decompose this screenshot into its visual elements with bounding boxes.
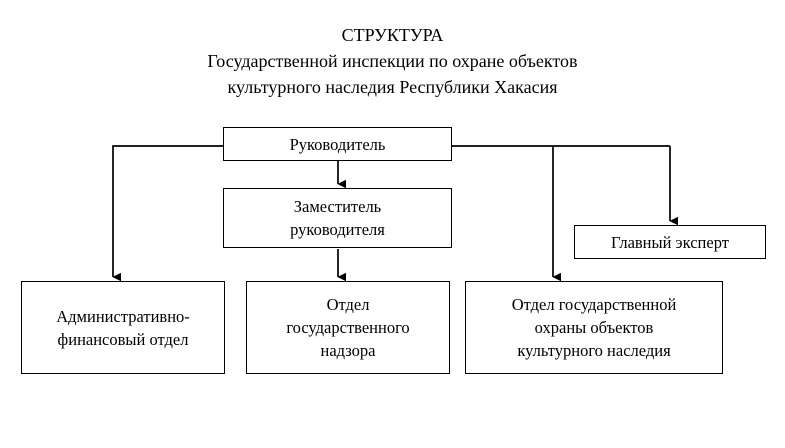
node-administrative-financial-department-label: Административно- финансовый отдел <box>56 306 190 349</box>
node-head[interactable]: Руководитель <box>223 127 452 161</box>
node-chief-expert[interactable]: Главный эксперт <box>574 225 766 259</box>
edge-head-to-finance <box>112 145 223 282</box>
node-deputy-label: Заместитель руководителя <box>290 197 385 239</box>
node-administrative-financial-department[interactable]: Административно- финансовый отдел <box>21 281 225 374</box>
node-state-supervision-department-label: Отдел государственного надзора <box>286 295 410 360</box>
node-heritage-protection-department[interactable]: Отдел государственной охраны объектов ку… <box>465 281 723 374</box>
node-chief-expert-label: Главный эксперт <box>611 232 729 252</box>
node-heritage-protection-department-label: Отдел государственной охраны объектов ку… <box>511 295 677 360</box>
node-state-supervision-department[interactable]: Отдел государственного надзора <box>246 281 450 374</box>
title-line-3: культурного наследия Республики Хакасия <box>227 77 558 97</box>
chart-title: СТРУКТУРА Государственной инспекции по о… <box>0 22 785 100</box>
node-deputy[interactable]: Заместитель руководителя <box>223 188 452 248</box>
node-head-label: Руководитель <box>289 134 386 154</box>
title-line-1: СТРУКТУРА <box>341 25 444 45</box>
title-line-2: Государственной инспекции по охране объе… <box>207 51 578 71</box>
